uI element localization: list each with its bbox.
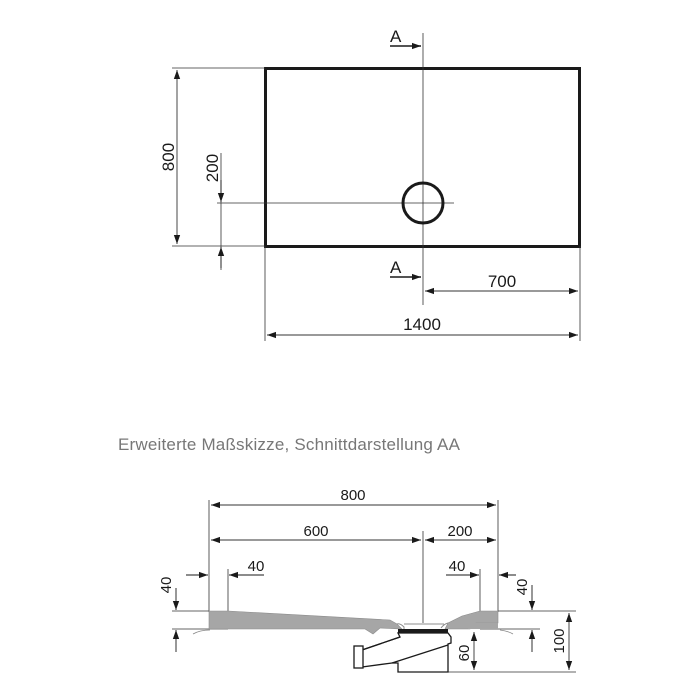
tray-outline — [264, 67, 581, 248]
dim-label-200: 200 — [203, 154, 222, 182]
drain-circle — [401, 181, 445, 225]
dim-label-right-rim-height: 40 — [514, 579, 531, 596]
dim-label-left-rim-height: 40 — [158, 577, 175, 594]
section-view: 800 600 200 40 40 40 40 100 6 — [158, 487, 576, 673]
dim-label-left-rim-width: 40 — [248, 558, 265, 575]
section-marker-label: A — [390, 27, 402, 46]
section-caption: Erweiterte Maßskizze, Schnittdarstellung… — [118, 435, 461, 454]
section-marker-label: A — [390, 258, 402, 277]
section-marker-bottom: A — [390, 258, 421, 281]
section-marker-top: A — [390, 27, 421, 50]
dim-label-section-800: 800 — [340, 487, 365, 504]
dim-label-1400: 1400 — [403, 315, 441, 334]
dim-label-section-200: 200 — [447, 523, 472, 540]
tray-section-right-lower — [468, 623, 498, 629]
drain-trap — [353, 629, 452, 673]
tray-section-left — [208, 610, 403, 635]
dim-label-right-rim-width: 40 — [449, 558, 466, 575]
dim-label-section-600: 600 — [303, 523, 328, 540]
dim-label-section-100: 100 — [551, 628, 568, 653]
dim-label-drain-60: 60 — [456, 645, 473, 662]
top-view: A A 800 200 700 1400 — [159, 27, 581, 341]
dim-label-800: 800 — [159, 143, 178, 171]
dim-label-700: 700 — [488, 272, 516, 291]
